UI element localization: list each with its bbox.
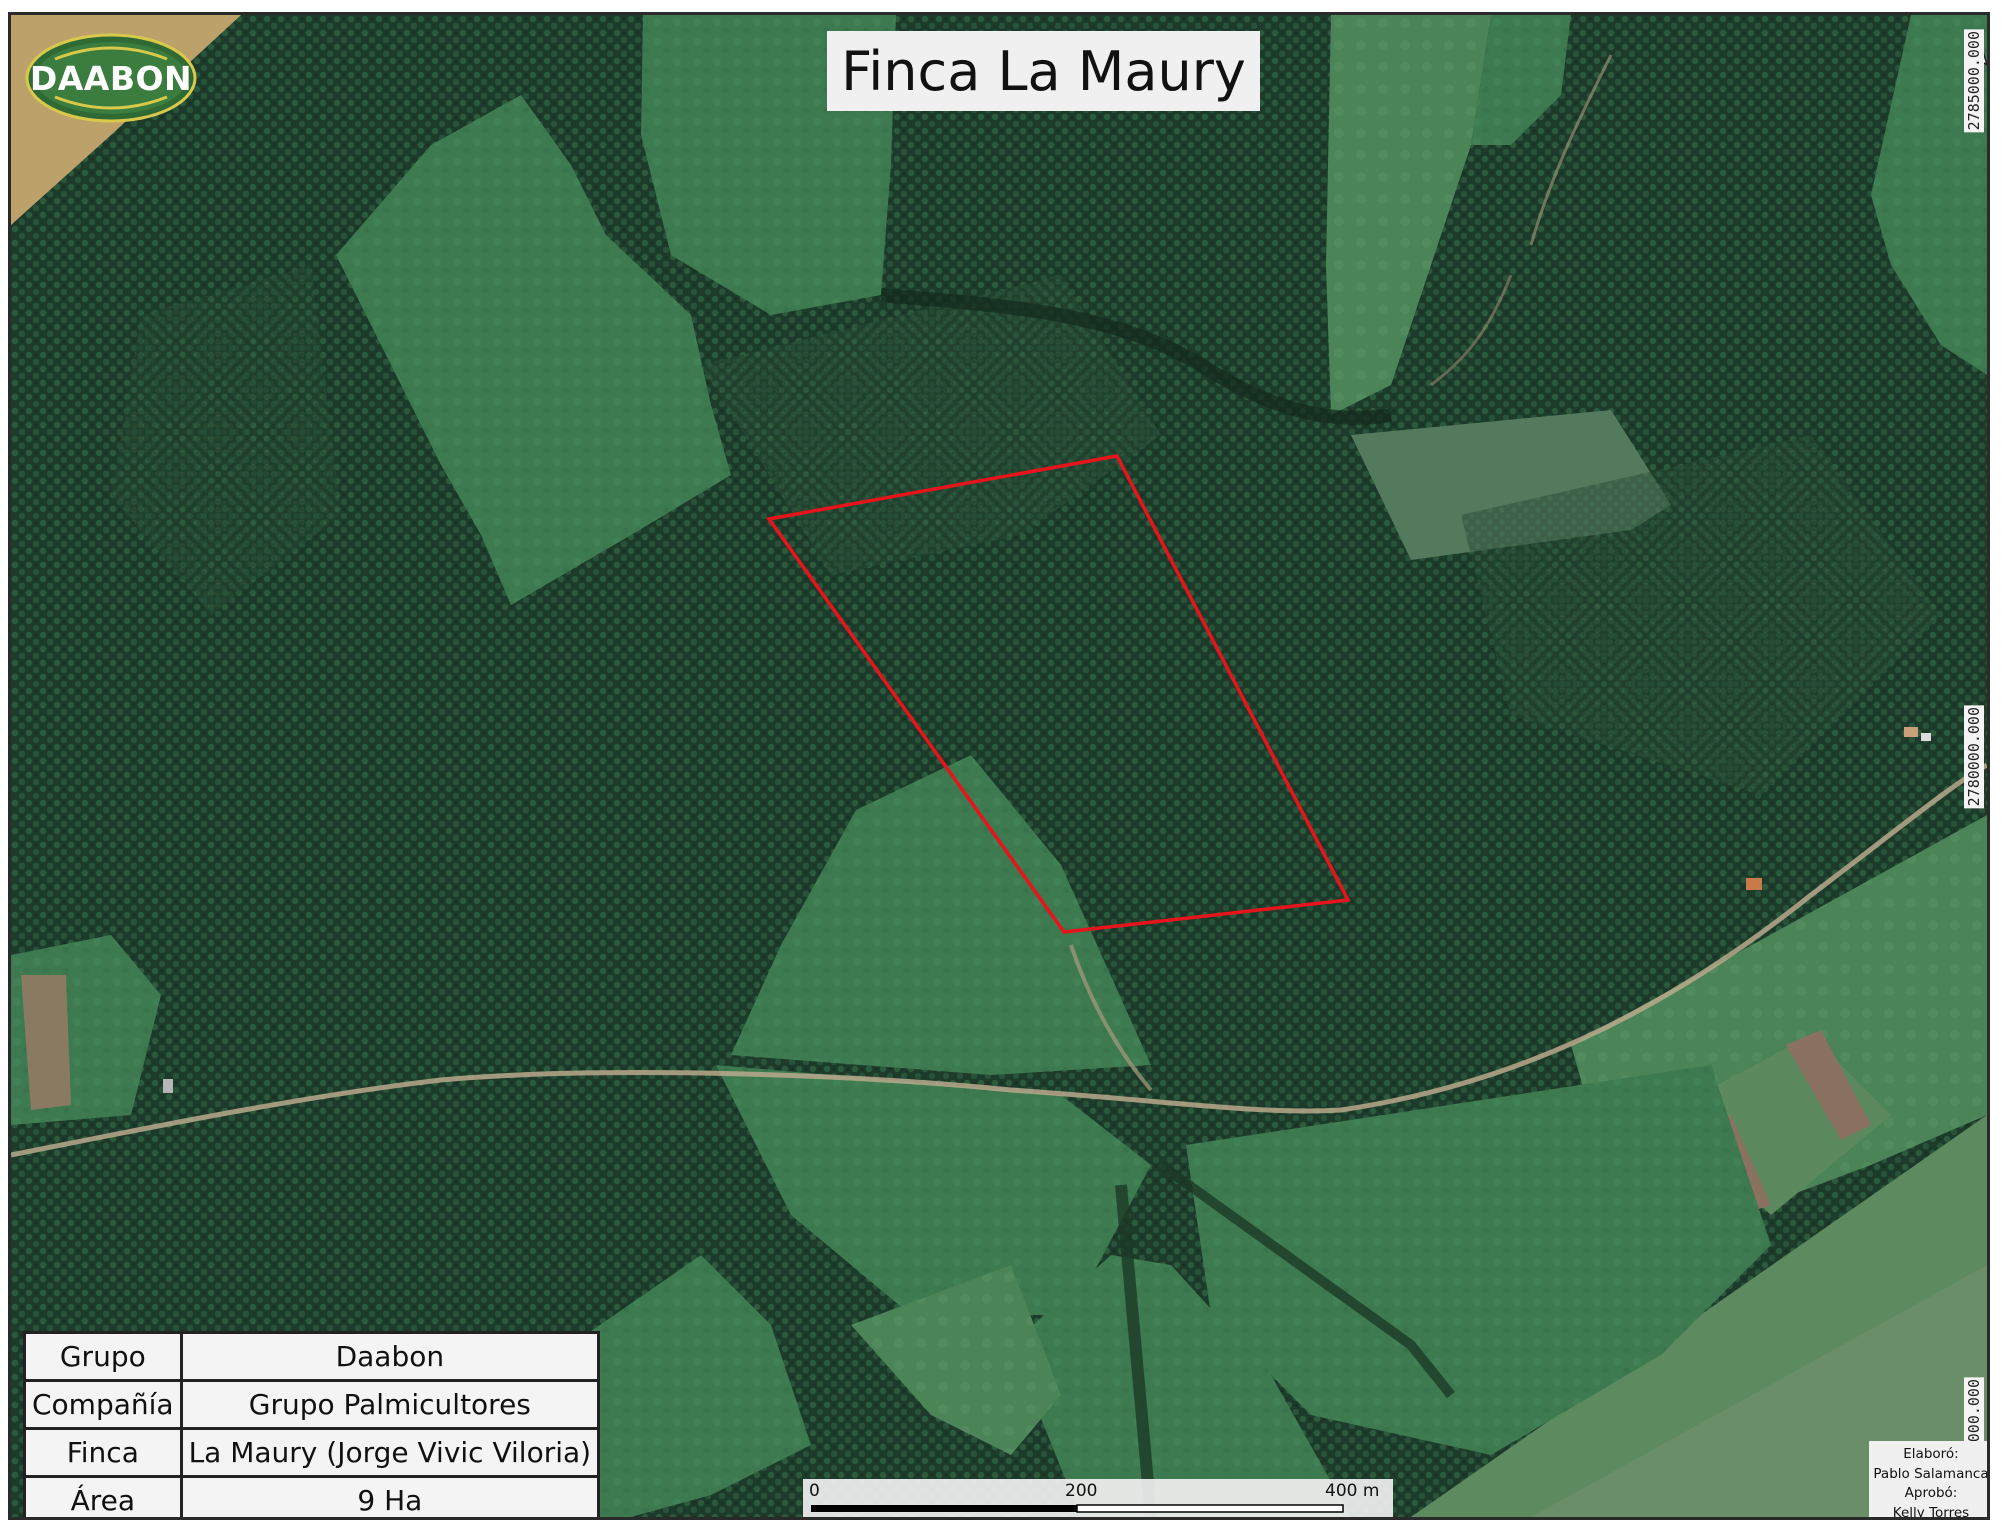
made-by-label: Elaboró:	[1903, 1446, 1959, 1462]
table-row: Compañía Grupo Palmicultores	[23, 1379, 601, 1430]
table-label: Grupo	[23, 1331, 183, 1382]
scale-graphic	[811, 1504, 1344, 1513]
table-row: Finca La Maury (Jorge Vivic Viloria)	[23, 1427, 601, 1478]
info-table: Grupo Daabon Compañía Grupo Palmicultore…	[23, 1331, 601, 1517]
coordinate-label: 2780000.000	[1964, 705, 1984, 809]
farm-boundary	[765, 454, 1351, 934]
map-frame[interactable]: Finca La Maury DAABON 2785000.000 278000…	[8, 12, 1990, 1520]
approved-by-label: Aprobó:	[1904, 1485, 1958, 1501]
scale-bar: 0 200 400 m	[803, 1479, 1393, 1517]
table-value: Grupo Palmicultores	[179, 1379, 601, 1430]
map-title: Finca La Maury	[827, 31, 1260, 111]
table-value: La Maury (Jorge Vivic Viloria)	[179, 1427, 601, 1478]
table-value: 9 Ha	[179, 1475, 601, 1517]
coordinate-label: 2785000.000	[1964, 29, 1984, 133]
credits-box: Elaboró: Pablo Salamanca Aprobó: Kelly T…	[1869, 1441, 1989, 1520]
table-row: Área 9 Ha	[23, 1475, 601, 1517]
daabon-logo: DAABON	[25, 33, 197, 123]
logo-text: DAABON	[29, 58, 193, 98]
made-by: Pablo Salamanca	[1873, 1465, 1989, 1482]
table-row: Grupo Daabon	[23, 1331, 601, 1382]
table-label: Área	[23, 1475, 183, 1517]
scale-label: 400 m	[1325, 1481, 1380, 1501]
imagery-svg	[11, 15, 1987, 1517]
table-value: Daabon	[179, 1331, 601, 1382]
table-label: Compañía	[23, 1379, 183, 1430]
scale-label: 200	[1065, 1481, 1098, 1501]
satellite-imagery[interactable]	[11, 15, 1987, 1517]
table-label: Finca	[23, 1427, 183, 1478]
logo-emblem	[25, 33, 197, 123]
scale-label: 0	[809, 1481, 820, 1501]
approved-by: Kelly Torres	[1892, 1504, 1970, 1520]
